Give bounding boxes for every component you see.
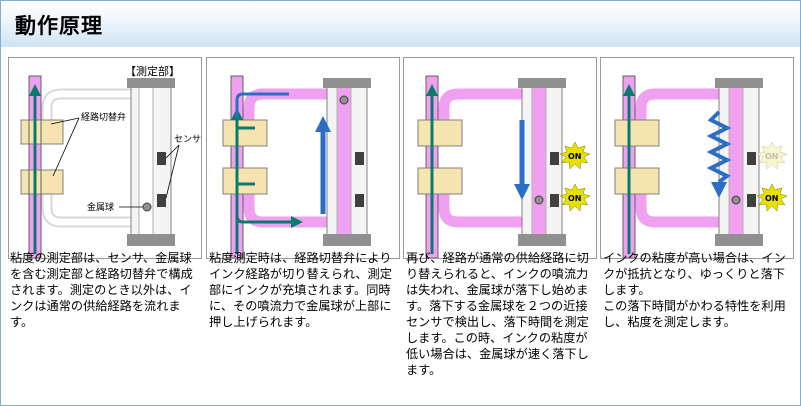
sensor-label: センサ: [174, 134, 201, 145]
sensor-on-lower-label: ON: [765, 194, 779, 203]
proximity-sensor-lower: [747, 194, 756, 207]
ball-label: 金属球: [87, 201, 114, 213]
sensor-on-upper-label: ON: [568, 152, 582, 161]
metal-ball: [731, 195, 741, 205]
proximity-sensor-upper: [747, 152, 756, 165]
sensor-off-burst-upper: [756, 141, 788, 170]
proximity-sensor-upper: [157, 152, 166, 165]
metal-ball: [534, 195, 544, 205]
step-4-diagram: ON ON: [600, 57, 794, 259]
metal-ball: [142, 202, 152, 212]
step-2-description: 粘度測定時は、経路切替弁によりインク経路が切り替えられ、測定部にインクが充填され…: [209, 251, 392, 329]
sensor-off-upper-label: ON: [765, 152, 779, 161]
proximity-sensor-upper: [550, 152, 559, 165]
section-label: 【測定部】: [125, 64, 180, 78]
switch-valve-upper: [222, 119, 268, 147]
sensor-on-burst-lower: [756, 183, 788, 212]
step-1-diagram: 【測定部】 経路切替弁 センサ 金属球: [8, 57, 202, 259]
switch-valve-upper: [614, 119, 660, 147]
switch-valve-lower: [614, 167, 660, 195]
switch-valve-upper: [417, 119, 463, 147]
step-1-description: 粘度の測定部は、センサ、金属球を含む測定部と経路切替弁で構成されます。測定のとき…: [10, 251, 193, 329]
slow-fall-zigzag-arrow: [706, 110, 732, 184]
sensor-on-burst-upper: [559, 141, 591, 170]
step-3-diagram: ON ON: [403, 57, 597, 259]
step-2-diagram: [206, 57, 400, 259]
proximity-sensor-lower: [355, 194, 364, 207]
page-title: 動作原理: [15, 14, 103, 38]
content-area: 【測定部】 経路切替弁 センサ 金属球: [1, 47, 800, 405]
header-bar: 動作原理: [1, 1, 800, 47]
proximity-sensor-lower: [157, 194, 166, 207]
step-3-description: 再び、経路が通常の供給経路に切り替えられると、インクの噴流力は失われ、金属球が落…: [406, 251, 589, 377]
sensor-on-lower-label: ON: [568, 194, 582, 203]
switch-valve-lower: [20, 169, 64, 195]
switch-valve-lower: [417, 167, 463, 195]
proximity-sensor-upper: [355, 152, 364, 165]
switch-valve-label: 経路切替弁: [81, 111, 126, 123]
sensor-on-burst-lower: [559, 183, 591, 212]
proximity-sensor-lower: [550, 194, 559, 207]
metal-ball: [339, 95, 349, 105]
switch-valve-upper: [20, 119, 64, 145]
step-4-description: インクの粘度が高い場合は、インクが抵抗となり、ゆっくりと落下します。 この落下時…: [603, 251, 786, 329]
switch-valve-lower: [222, 167, 268, 195]
